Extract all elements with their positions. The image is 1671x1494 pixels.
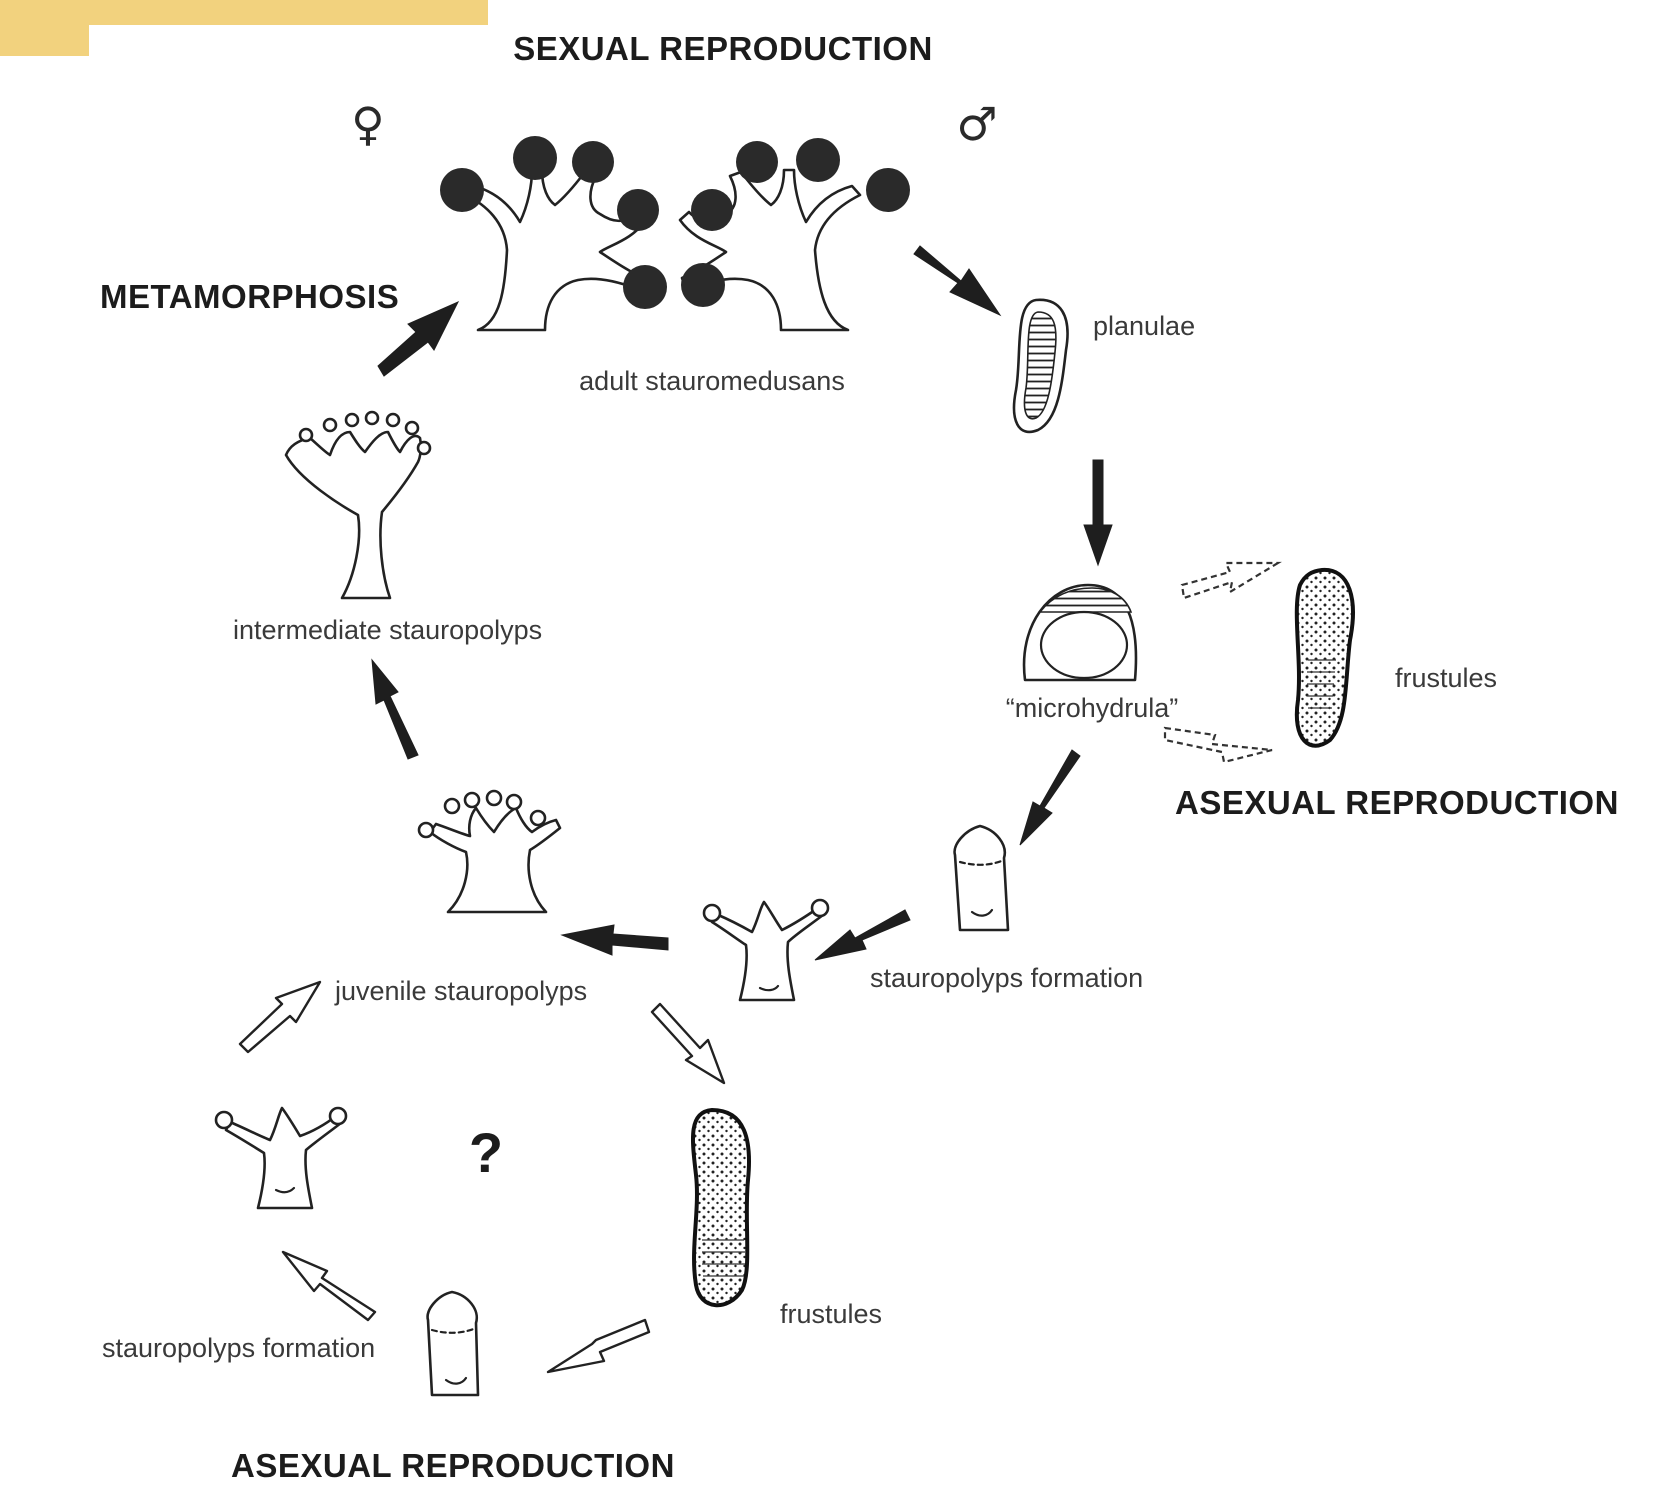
label-intermediate-stauropolyps: intermediate stauropolyps: [233, 615, 542, 645]
male-adult-stauromedusa: [678, 138, 910, 332]
dashed-arrow-frustule-to-microhydrula: [1180, 561, 1282, 600]
hollow-arrow-bud-to-small-stauropolyp: [281, 1250, 377, 1322]
heading-sexual-reproduction: SEXUAL REPRODUCTION: [513, 30, 933, 67]
hollow-arrow-small-to-juvenile: [238, 980, 322, 1054]
frustule-right: [1294, 567, 1355, 748]
hollow-arrow-juvenile-to-frustule: [650, 1002, 726, 1085]
arrow-bud-to-small-stauropolyp: [814, 909, 911, 961]
tentacle-cluster: [681, 138, 910, 307]
heading-asexual-reproduction-bottom: ASEXUAL REPRODUCTION: [231, 1447, 675, 1484]
hollow-arrow-frustule-to-bud: [546, 1318, 651, 1374]
arrow-microhydrula-to-bud: [1019, 749, 1081, 846]
male-symbol-icon: ♂: [956, 97, 997, 151]
female-adult-stauromedusa: [440, 136, 667, 332]
arrow-juvenile-to-intermediate: [371, 658, 419, 760]
tentacle-cluster: [440, 136, 667, 309]
intermediate-stauropolyp: [284, 410, 432, 600]
heading-metamorphosis: METAMORPHOSIS: [100, 278, 399, 315]
planula-larva: [1012, 298, 1069, 434]
arrow-planulae-to-microhydrula: [1083, 459, 1113, 567]
label-frustules-right: frustules: [1395, 663, 1497, 693]
label-adult-stauromedusans: adult stauromedusans: [579, 366, 845, 396]
stauropolyp-bud-right: [953, 824, 1010, 932]
stauropolyp-small-left: [214, 1106, 348, 1210]
juvenile-stauropolyp: [417, 789, 562, 914]
label-juvenile-stauropolyps: juvenile stauropolyps: [334, 976, 587, 1006]
label-stauropolyps-formation-right: stauropolyps formation: [870, 963, 1143, 993]
question-mark: ?: [469, 1121, 503, 1184]
label-stauropolyps-formation-left: stauropolyps formation: [102, 1333, 375, 1363]
female-symbol-icon: ♀: [351, 97, 385, 151]
arrow-small-to-juvenile: [560, 924, 669, 956]
heading-asexual-reproduction-right: ASEXUAL REPRODUCTION: [1175, 784, 1619, 821]
microhydrula: [1022, 583, 1138, 682]
stauropolyp-small-right: [702, 898, 830, 1002]
arrow-metamorphosis-to-adult: [377, 300, 460, 377]
dashed-arrow-microhydrula-to-frustule: [1163, 726, 1273, 764]
label-planulae: planulae: [1093, 311, 1195, 341]
stauropolyp-bud-left: [426, 1290, 480, 1397]
accent-bar: [0, 0, 488, 56]
frustule-bottom: [690, 1107, 752, 1308]
arrow-adult-to-planulae: [913, 245, 1002, 317]
label-frustules-bottom: frustules: [780, 1299, 882, 1329]
label-microhydrula: “microhydrula”: [1006, 693, 1179, 723]
